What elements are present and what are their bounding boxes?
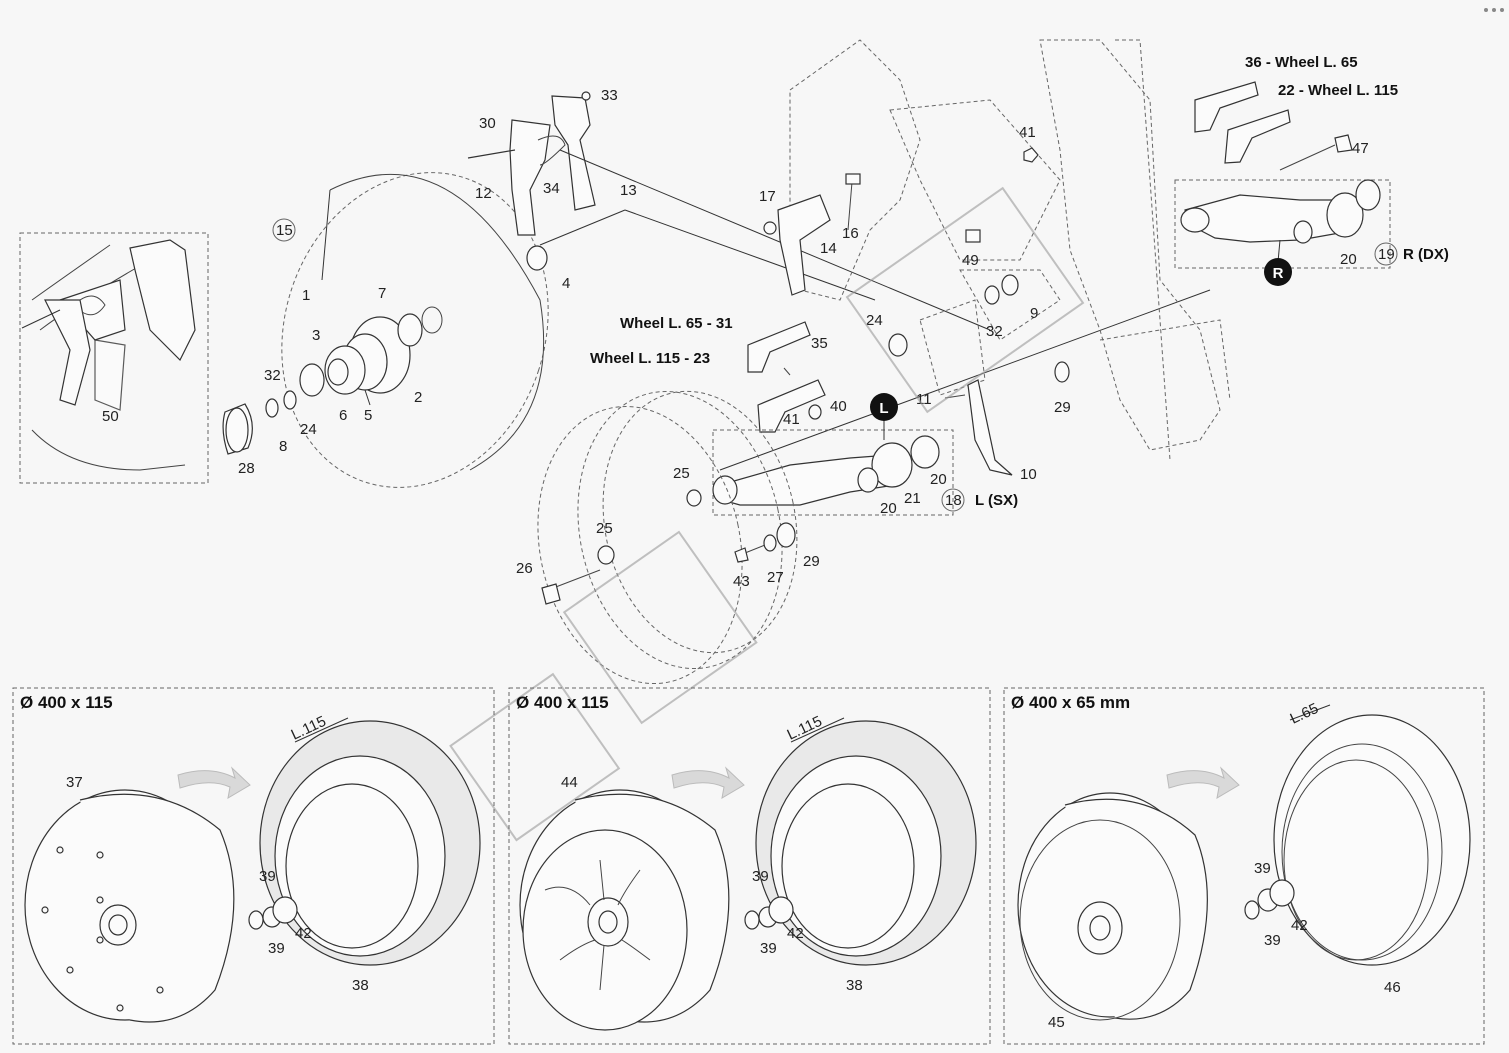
panel-2-bush-label-2: 39 — [760, 940, 777, 957]
part-label-3: 3 — [312, 327, 320, 344]
panel-2-bush-label: 39 — [752, 868, 769, 885]
panel-1-bush-label-2: 39 — [268, 940, 285, 957]
panel-1-title: Ø 400 x 115 — [20, 693, 113, 712]
wheel-label-left-115: Wheel L. 115 - 23 — [590, 350, 710, 367]
part-label-29a: 29 — [803, 553, 820, 570]
panel-2-tire-label: 38 — [846, 977, 863, 994]
callout-circle-15 — [272, 218, 296, 242]
part-label-11: 11 — [916, 391, 932, 408]
panel-3-wheel-label: 45 — [1048, 1014, 1065, 1031]
part-label-2: 2 — [414, 389, 422, 406]
part-label-7: 7 — [378, 285, 386, 302]
part-label-43: 43 — [733, 573, 750, 590]
part-label-13: 13 — [620, 182, 637, 199]
wheel-label-right-115: 22 - Wheel L. 115 — [1278, 82, 1398, 99]
part-label-26: 26 — [516, 560, 533, 577]
panel-3-bush-label: 39 — [1254, 860, 1271, 877]
corner-marker — [1484, 8, 1504, 12]
part-label-27: 27 — [767, 569, 784, 586]
part-label-32b: 32 — [986, 323, 1003, 340]
assembly-lines — [539, 149, 1211, 471]
part-label-30: 30 — [479, 115, 496, 132]
panel-3-bearing-label: 42 — [1291, 917, 1308, 934]
callout-circle-18 — [941, 488, 965, 512]
part-label-20a: 20 — [1340, 251, 1357, 268]
part-label-5: 5 — [364, 407, 372, 424]
part-label-10: 10 — [1020, 466, 1037, 483]
part-label-41b: 41 — [783, 411, 800, 428]
part-label-17: 17 — [759, 188, 776, 205]
part-label-33: 33 — [601, 87, 618, 104]
badge-R: R — [1273, 265, 1284, 282]
disc-1 — [281, 172, 549, 488]
panel-1-bush-label: 39 — [259, 868, 276, 885]
center-hardware — [888, 147, 1070, 476]
part-label-25b: 25 — [596, 520, 613, 537]
callout-circle-19 — [1374, 242, 1398, 266]
part-label-14: 14 — [820, 240, 837, 257]
hub-assembly — [222, 306, 443, 455]
part-label-34: 34 — [543, 180, 560, 197]
badge-L: L — [879, 400, 888, 417]
part-label-1: 1 — [302, 287, 310, 304]
panel-3-dim-label: L.65 — [1288, 700, 1322, 728]
part-label-19: 19 — [1378, 246, 1395, 263]
part-label-40: 40 — [830, 398, 847, 415]
panel-2-title: Ø 400 x 115 — [516, 693, 609, 712]
part-label-16: 16 — [842, 225, 859, 242]
part-label-18: 18 — [945, 492, 962, 509]
panel-3-title: Ø 400 x 65 mm — [1011, 693, 1130, 712]
panel-3-bush-label-2: 39 — [1264, 932, 1281, 949]
panel-2-bearing-label: 42 — [787, 925, 804, 942]
part-label-4: 4 — [562, 275, 570, 292]
panel-3-tire-label: 46 — [1384, 979, 1401, 996]
part-label-49: 49 — [962, 252, 979, 269]
part-label-24a: 24 — [300, 421, 317, 438]
part-label-20c: 20 — [880, 500, 897, 517]
panel-1-wheel-label: 37 — [66, 774, 83, 791]
panel-1 — [12, 687, 495, 1045]
detail-box-50 — [19, 232, 209, 484]
panel-2 — [508, 687, 991, 1045]
part-label-25a: 25 — [673, 465, 690, 482]
scraper-bracket — [467, 91, 596, 271]
wheel-label-right-65: 36 - Wheel L. 65 — [1245, 54, 1358, 71]
wheel-label-left-65: Wheel L. 65 - 31 — [620, 315, 733, 332]
part-label-24b: 24 — [866, 312, 883, 329]
panel-3 — [1003, 687, 1485, 1045]
right-arm-group — [1174, 81, 1391, 286]
side-label-right: R (DX) — [1403, 246, 1449, 263]
part-label-35: 35 — [811, 335, 828, 352]
part-label-8: 8 — [279, 438, 287, 455]
part-label-20b: 20 — [930, 471, 947, 488]
part-label-50: 50 — [102, 408, 119, 425]
part-label-12: 12 — [475, 185, 492, 202]
part-label-9: 9 — [1030, 305, 1038, 322]
press-wheel-assembly — [537, 390, 798, 685]
part-label-29b: 29 — [1054, 399, 1071, 416]
part-label-15: 15 — [276, 222, 293, 239]
left-arm-group — [712, 321, 954, 516]
panel-1-tire-label: 38 — [352, 977, 369, 994]
main-frame — [789, 39, 1231, 461]
part-label-21: 21 — [904, 490, 921, 507]
watermark — [449, 186, 1085, 842]
part-label-6: 6 — [339, 407, 347, 424]
side-label-left: L (SX) — [975, 492, 1018, 509]
part-label-47: 47 — [1352, 140, 1369, 157]
part-label-41a: 41 — [1019, 124, 1036, 141]
panel-2-wheel-label: 44 — [561, 774, 578, 791]
part-label-28: 28 — [238, 460, 255, 477]
part-label-32a: 32 — [264, 367, 281, 384]
arm-14 — [763, 173, 861, 296]
panel-1-bearing-label: 42 — [295, 925, 312, 942]
